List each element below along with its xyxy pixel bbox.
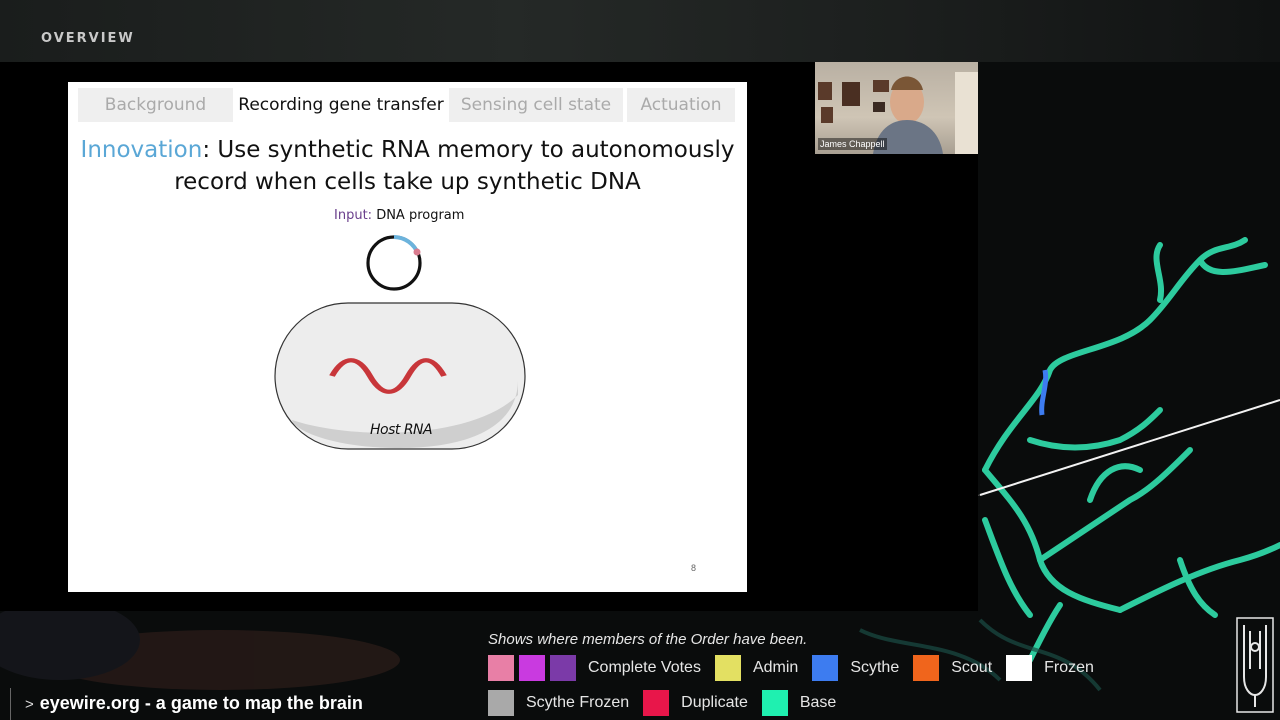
legend-swatch-base	[761, 690, 788, 716]
slide-title-line1: : Use synthetic RNA memory to autonomous…	[202, 137, 735, 163]
webcam-name-label: James Chappell	[818, 138, 887, 150]
host-rna-label: Host RNA	[370, 422, 433, 438]
legend-label-complete-votes: Complete Votes	[588, 659, 701, 676]
overview-title: OVERVIEW	[41, 31, 135, 46]
slide-tab-recording-gene-transfer: Recording gene transfer	[237, 88, 445, 122]
legend-label-admin: Admin	[752, 659, 799, 676]
ticker-caret-icon: >	[25, 696, 34, 713]
slide-tab-sensing-cell-state: Sensing cell state	[449, 88, 623, 122]
eyewire-logo-icon	[1236, 617, 1274, 713]
slide-tab-actuation: Actuation	[627, 88, 735, 122]
slice-line	[979, 399, 1280, 496]
legend-label-duplicate: Duplicate	[681, 694, 748, 711]
legend-swatch-duplicate	[643, 690, 670, 716]
ticker-text: eyewire.org - a game to map the brain	[39, 693, 363, 713]
presenter-video-icon	[818, 72, 978, 154]
presentation-slide: Background Recording gene transfer Sensi…	[68, 82, 747, 592]
legend-swatch-pink	[488, 655, 514, 681]
dna-plasmid-icon	[366, 235, 422, 291]
ticker-banner: > eyewire.org - a game to map the brain	[10, 688, 363, 720]
slide-title-line2: record when cells take up synthetic DNA	[174, 169, 641, 195]
slide-title-highlight: Innovation	[80, 137, 203, 163]
legend-swatch-scythe	[812, 655, 839, 681]
legend-label-base: Base	[799, 694, 837, 711]
input-value: DNA program	[376, 208, 465, 223]
slide-tabs: Background Recording gene transfer Sensi…	[78, 88, 735, 122]
input-label: Input: DNA program	[334, 208, 464, 223]
slide-title: Innovation: Use synthetic RNA memory to …	[68, 134, 747, 198]
legend-swatch-scythe-frozen	[488, 690, 514, 716]
neuron-branches	[982, 237, 1280, 663]
input-prefix: Input:	[334, 208, 373, 223]
legend-row-2: Scythe Frozen Duplicate Base	[488, 690, 850, 716]
legend-background-branches	[859, 618, 1102, 692]
legend-swatch-scout	[913, 655, 940, 681]
legend-swatch-admin	[714, 655, 741, 681]
scythe-segment	[1039, 369, 1049, 416]
legend-row-1: Complete Votes Admin Scythe Scout Frozen	[488, 655, 1108, 681]
top-strip	[0, 0, 1280, 62]
webcam-feed: James Chappell	[815, 62, 978, 154]
legend-swatch-complete-votes	[550, 655, 576, 681]
host-cell-icon	[274, 302, 526, 450]
legend-label-scythe-frozen: Scythe Frozen	[526, 694, 630, 711]
bottom-left-blur	[0, 600, 400, 690]
legend-swatch-magenta	[519, 655, 545, 681]
legend-label-frozen: Frozen	[1044, 659, 1094, 676]
legend-label-scythe: Scythe	[850, 659, 900, 676]
legend-label-scout: Scout	[951, 659, 993, 676]
slide-page-number: 8	[691, 563, 697, 573]
slide-tab-background: Background	[78, 88, 233, 122]
legend-description: Shows where members of the Order have be…	[488, 631, 808, 648]
legend-swatch-frozen	[1006, 655, 1033, 681]
